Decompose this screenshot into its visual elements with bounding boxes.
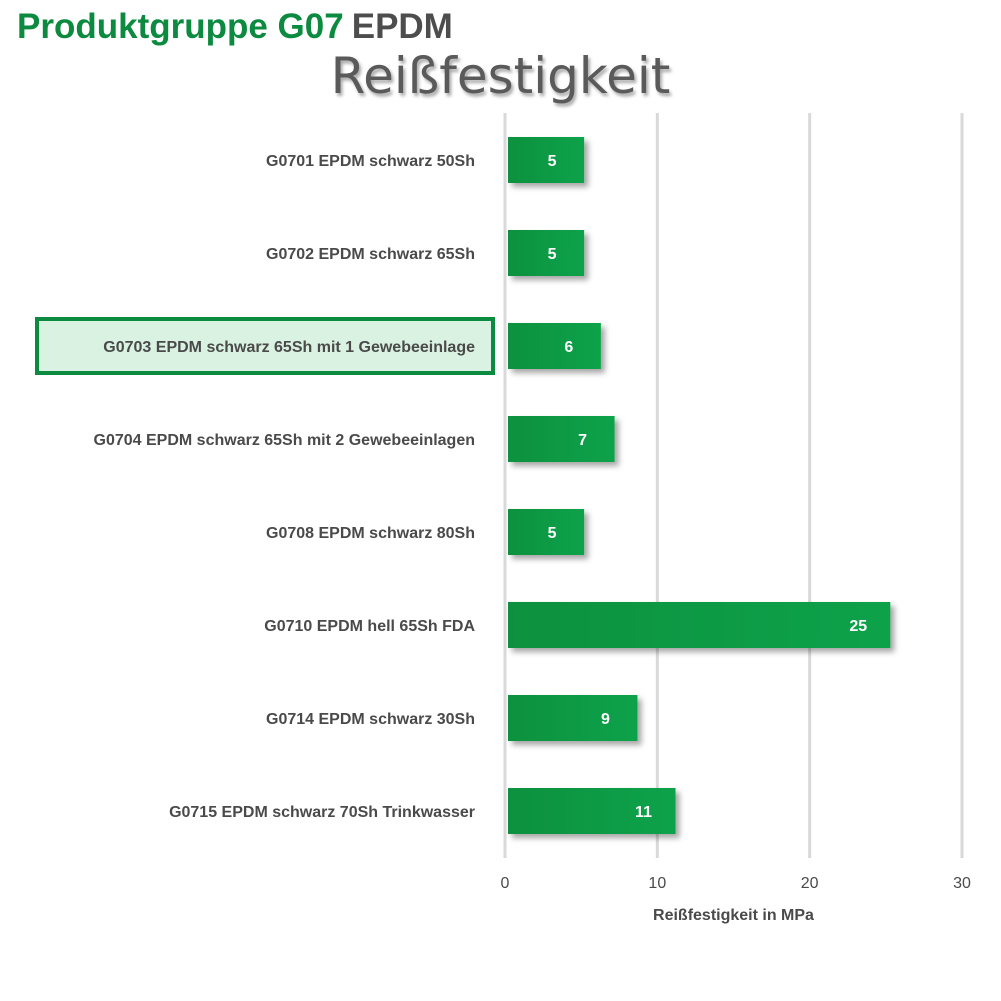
data-label: 6: [564, 339, 573, 356]
category-label: G0715 EPDM schwarz 70Sh Trinkwasser: [169, 804, 475, 821]
data-label: 7: [578, 432, 587, 449]
data-label: 5: [548, 153, 557, 170]
data-label: 25: [849, 618, 867, 635]
x-tick-label: 20: [801, 875, 819, 892]
category-label: G0704 EPDM schwarz 65Sh mit 2 Gewebeeinl…: [94, 432, 475, 449]
x-axis-title: Reißfestigkeit in MPa: [653, 907, 814, 924]
data-label: 5: [548, 246, 557, 263]
bar[interactable]: [508, 230, 585, 276]
chart-title: Reißfestigkeit: [330, 47, 671, 105]
category-label: G0701 EPDM schwarz 50Sh: [266, 153, 475, 170]
x-tick-label: 30: [953, 875, 971, 892]
bar[interactable]: [508, 788, 676, 834]
category-label: G0702 EPDM schwarz 65Sh: [266, 246, 475, 263]
product-group-label: Produktgruppe G07: [17, 7, 344, 46]
category-label: G0708 EPDM schwarz 80Sh: [266, 525, 475, 542]
data-label: 5: [548, 525, 557, 542]
material-label: EPDM: [351, 7, 453, 46]
category-highlight-box: [35, 317, 495, 375]
bar[interactable]: [508, 695, 638, 741]
data-label: 9: [601, 711, 610, 728]
category-label: G0710 EPDM hell 65Sh FDA: [264, 618, 475, 635]
bar[interactable]: [508, 416, 615, 462]
bar[interactable]: [508, 509, 585, 555]
data-label: 11: [635, 804, 652, 821]
bar[interactable]: [508, 602, 891, 648]
bar[interactable]: [508, 137, 585, 183]
category-label: G0714 EPDM schwarz 30Sh: [266, 711, 475, 728]
x-tick-label: 0: [501, 875, 510, 892]
category-label: G0703 EPDM schwarz 65Sh mit 1 Gewebeeinl…: [103, 339, 475, 356]
x-tick-label: 10: [648, 875, 666, 892]
bar[interactable]: [508, 323, 601, 369]
